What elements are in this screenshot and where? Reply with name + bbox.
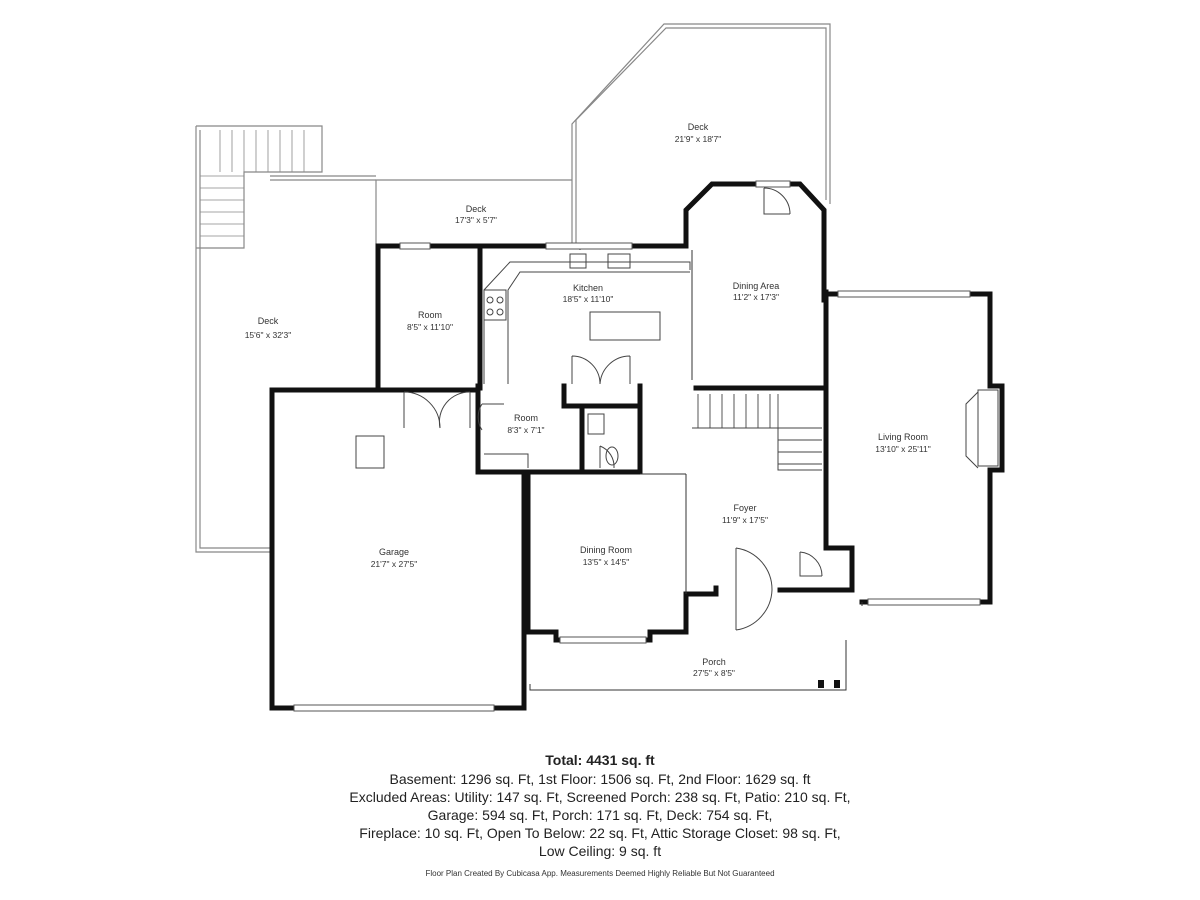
room-labels: Deck 21'9" x 18'7" Deck 17'3" x 5'7" Dec… bbox=[245, 122, 931, 678]
foyer-name: Foyer bbox=[733, 503, 756, 513]
room-upper-name: Room bbox=[418, 310, 442, 320]
deck-outlines bbox=[195, 23, 831, 553]
summary-line-floors: Basement: 1296 sq. Ft, 1st Floor: 1506 s… bbox=[389, 771, 811, 787]
floor-plan: Deck 21'9" x 18'7" Deck 17'3" x 5'7" Dec… bbox=[195, 23, 1005, 712]
disclaimer-footnote: Floor Plan Created By Cubicasa App. Meas… bbox=[425, 869, 775, 878]
dining-room-name: Dining Room bbox=[580, 545, 632, 555]
garage-name: Garage bbox=[379, 547, 409, 557]
porch-dim: 27'5" x 8'5" bbox=[693, 668, 735, 678]
windows bbox=[293, 180, 981, 712]
living-room-name: Living Room bbox=[878, 432, 928, 442]
deck-top-name: Deck bbox=[688, 122, 709, 132]
kitchen-name: Kitchen bbox=[573, 283, 603, 293]
room-upper-dim: 8'5" x 11'10" bbox=[407, 322, 453, 332]
living-room-dim: 13'10" x 25'11" bbox=[875, 444, 930, 454]
doors bbox=[403, 187, 823, 631]
foyer-dim: 11'9" x 17'5" bbox=[722, 515, 768, 525]
room-lower-name: Room bbox=[514, 413, 538, 423]
deck-mid-name: Deck bbox=[466, 204, 487, 214]
dining-room-dim: 13'5" x 14'5" bbox=[583, 557, 630, 567]
deck-stairs bbox=[200, 130, 305, 237]
dining-area-dim: 11'2" x 17'3" bbox=[733, 292, 779, 302]
deck-mid-dim: 17'3" x 5'7" bbox=[455, 215, 497, 225]
garage-dim: 21'7" x 27'5" bbox=[371, 559, 418, 569]
summary-line-garage: Garage: 594 sq. Ft, Porch: 171 sq. Ft, D… bbox=[427, 807, 773, 823]
room-lower-dim: 8'3" x 7'1" bbox=[507, 425, 544, 435]
dining-area-name: Dining Area bbox=[733, 281, 780, 291]
porch-name: Porch bbox=[702, 657, 726, 667]
total-area: Total: 4431 sq. ft bbox=[545, 752, 655, 768]
kitchen-dim: 18'5" x 11'10" bbox=[563, 294, 614, 304]
deck-top-dim: 21'9" x 18'7" bbox=[675, 134, 722, 144]
deck-left-name: Deck bbox=[258, 316, 279, 326]
deck-left-dim: 15'6" x 32'3" bbox=[245, 330, 292, 340]
summary-line-excluded: Excluded Areas: Utility: 147 sq. Ft, Scr… bbox=[349, 789, 851, 805]
fixtures bbox=[355, 253, 999, 688]
summary-line-low-ceiling: Low Ceiling: 9 sq. ft bbox=[538, 843, 662, 859]
summary-line-fireplace: Fireplace: 10 sq. Ft, Open To Below: 22 … bbox=[359, 825, 841, 841]
area-summary: Total: 4431 sq. ft Basement: 1296 sq. Ft… bbox=[0, 752, 1200, 860]
